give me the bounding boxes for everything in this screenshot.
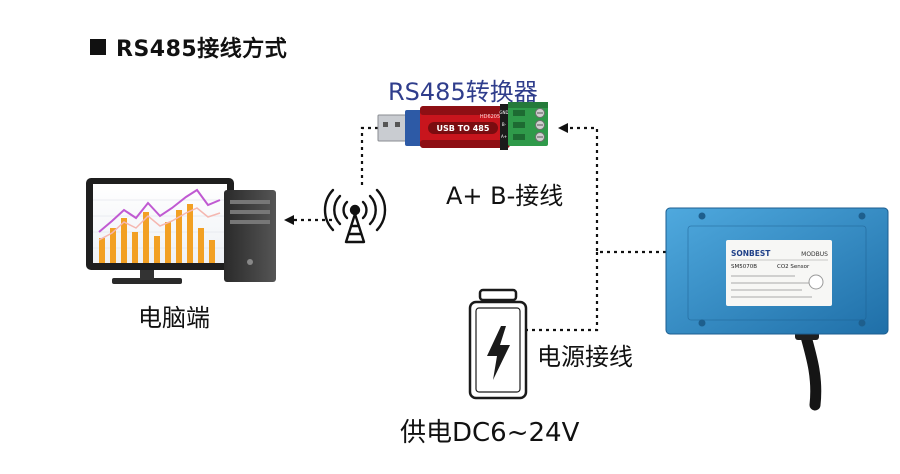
pc-label: 电脑端 bbox=[138, 304, 210, 332]
co2-sensor-box: SONBEST MODBUS SM5070B CO2 Sensor bbox=[665, 207, 889, 411]
sensor-protocol-text: MODBUS bbox=[801, 251, 828, 258]
sensor-brand-text: SONBEST bbox=[731, 249, 771, 258]
desktop-computer-icon bbox=[86, 178, 276, 284]
sensor-name-text: CO2 Sensor bbox=[777, 264, 810, 270]
usb-to-rs485-converter: USB TO 485 HD6205 GND B- A+ bbox=[377, 102, 548, 150]
converter-printed-label: USB TO 485 bbox=[437, 124, 490, 133]
power-supply-label: 供电DC6~24V bbox=[400, 418, 580, 448]
converter-printed-model: HD6205 bbox=[480, 114, 500, 120]
sensor-to-converter-ab-line bbox=[558, 123, 666, 254]
battery-charging-icon bbox=[468, 288, 528, 400]
terminal-mark-a: A+ bbox=[501, 134, 507, 139]
converter-label: RS485转换器 bbox=[388, 78, 538, 106]
terminal-mark-gnd: GND bbox=[499, 110, 508, 115]
power-wiring-label: 电源接线 bbox=[537, 343, 633, 371]
usb-to-antenna-line bbox=[360, 126, 378, 186]
heading-title: RS485接线方式 bbox=[116, 37, 288, 62]
heading-square-bullet bbox=[90, 39, 106, 55]
sensor-model-text: SM5070B bbox=[731, 264, 757, 270]
power-wiring-line bbox=[527, 252, 599, 332]
ab-wiring-label: A+ B-接线 bbox=[446, 182, 564, 210]
terminal-mark-b: B- bbox=[502, 122, 507, 127]
section-heading: RS485接线方式 bbox=[90, 30, 287, 64]
wireless-antenna-icon bbox=[323, 188, 387, 244]
connection-lines bbox=[284, 123, 666, 332]
